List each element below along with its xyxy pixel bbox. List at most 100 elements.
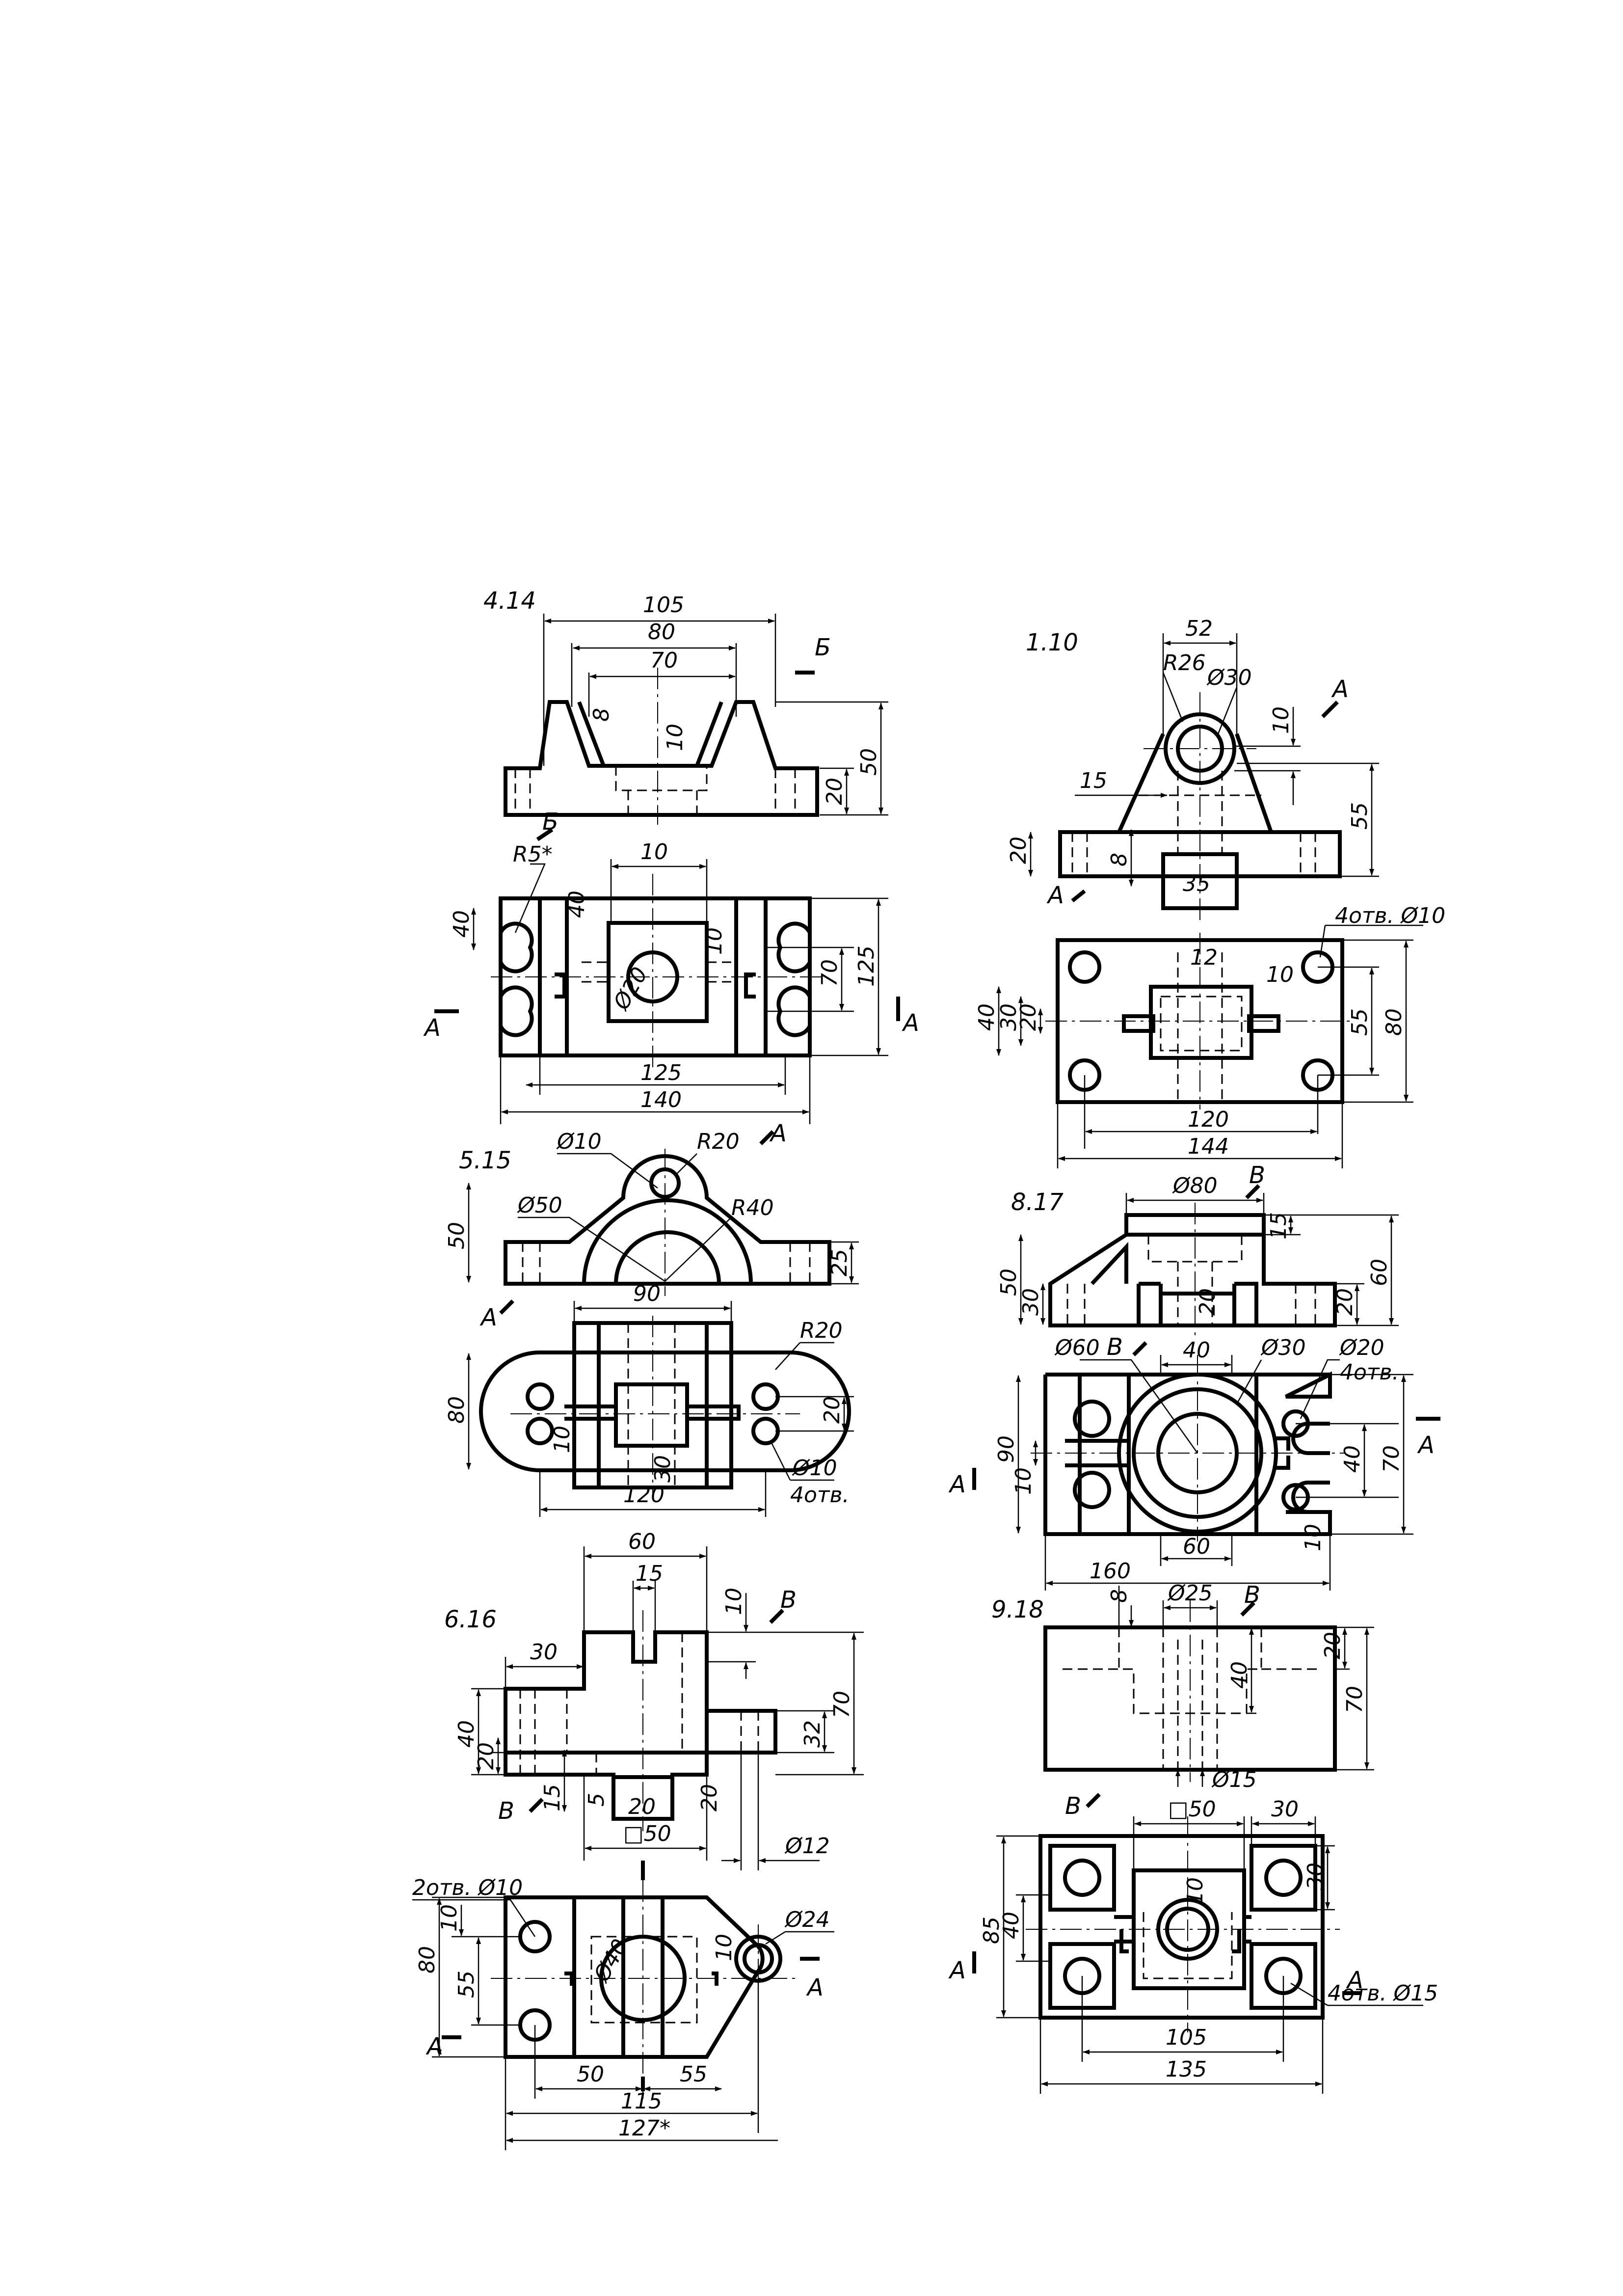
dim: 40 [974,1003,999,1031]
dim: 40 [1183,1338,1210,1363]
dim: 10 [640,839,668,864]
dia-label: Ø15 [1211,1767,1257,1792]
drawing-1-10: 1.10 52 R26 Ø30 10 55 15 [974,616,1445,1168]
dim: 15 [636,1561,663,1586]
section-label: В [1244,1581,1260,1609]
front-view: 60 15 10 30 40 20 70 32 15 5 20 20 [454,1529,864,1870]
dim: 20 [697,1784,722,1811]
dim: 120 [623,1483,665,1508]
drawing-8-17: 8.17 Ø80 15 60 20 50 30 20 В [948,1162,1440,1591]
section-label: А [769,1120,787,1147]
square-label: □50 [623,1821,671,1846]
dim: 70 [1379,1445,1404,1473]
dim: 20 [822,778,847,805]
section-label: А [948,1957,966,1984]
dia-label: Ø30 [1206,665,1252,690]
dim: 60 [1367,1259,1392,1286]
dim: 70 [817,959,842,987]
dim: 10 [1269,706,1294,734]
dim: 80 [1382,1008,1407,1036]
dim: 15 [540,1784,565,1811]
radius-label: R20 [800,1318,843,1343]
front-view: Ø80 15 60 20 50 30 20 В [996,1162,1399,1335]
dim: 30 [996,1003,1021,1031]
section-label: В [1107,1333,1123,1361]
section-label: А [426,2033,443,2060]
radius-label: R26 [1163,650,1206,675]
dim: 55 [1347,1008,1372,1036]
drawing-title: 8.17 [1011,1189,1064,1216]
dia-label: Ø12 [784,1834,830,1859]
dia-label: Ø20 [608,963,652,1015]
dia-label: Ø50 [517,1193,562,1218]
dim: 30 [1271,1797,1299,1822]
dim: 10 [1301,1524,1326,1551]
dim: 20 [820,1396,845,1424]
dim: 20 [1332,1288,1357,1316]
dim: 20 [1320,1632,1345,1659]
dim: 15 [1080,768,1107,793]
dim: 160 [1090,1559,1131,1584]
dim: 10 [437,1904,462,1932]
dia-label: Ø24 [784,1907,830,1932]
front-view: Ø10 R20 Ø50 R40 50 25 А А [444,1120,859,1331]
section-label: В [1065,1792,1081,1820]
dim: 60 [628,1529,656,1554]
radius-label: R40 [731,1195,774,1220]
section-label: А [948,1471,966,1498]
dia-label: Ø10 [792,1456,837,1481]
section-label: А [1331,675,1349,703]
radius-label: R20 [697,1129,740,1154]
dim: 135 [1166,2057,1207,2082]
top-view: 2отв. Ø10 Ø40 Ø24 10 80 10 55 50 55 115 … [412,1861,834,2150]
dim: 20 [628,1794,656,1819]
dim: 30 [530,1640,558,1665]
drawing-5-15: 5.15 Ø10 R20 Ø50 R40 50 25 А А [444,1120,859,1517]
drawing-title: 4.14 [483,587,536,615]
dim: 55 [454,1971,479,1998]
dia-label: Ø10 [556,1129,602,1154]
dim: 70 [829,1691,854,1718]
dim: 55 [1347,802,1372,830]
drawing-title: 6.16 [444,1606,497,1633]
dim: 25 [827,1249,852,1276]
dim: 12 [1190,945,1218,970]
dim: 8 [1107,1589,1132,1603]
dim: 125 [854,945,879,987]
section-label: А [902,1009,919,1037]
dim: 50 [996,1269,1021,1296]
square-label: □50 [1168,1797,1216,1822]
section-label: А [423,1014,441,1042]
holes-label: 4отв. Ø10 [1335,903,1445,928]
dim: 140 [640,1087,682,1112]
dim: 40 [1340,1445,1365,1473]
section-label: А [1417,1432,1435,1459]
dim: 10 [712,1934,737,1961]
dia-label: Ø25 [1167,1581,1213,1606]
drawing-title: 5.15 [459,1147,511,1174]
dia-label: Ø20 [1339,1335,1384,1360]
section-label: А [479,1304,497,1331]
dia-label: Ø80 [1172,1173,1218,1198]
dim: 85 [979,1917,1004,1944]
dim: 40 [449,910,474,938]
dim: 127* [618,2116,670,2141]
dim: 20 [1006,837,1031,864]
section-label: В [780,1586,797,1614]
dim: 10 [702,927,727,955]
dim: 80 [648,620,675,645]
dim: 125 [640,1060,682,1085]
top-view: 10 R5* 40 40 Ø20 10 70 125 125 140 Б А А [423,808,919,1124]
dim: 80 [415,1946,440,1973]
section-label: А [806,1974,824,2001]
dim: 105 [643,593,684,618]
dia-label: Ø30 [1260,1335,1306,1360]
dim: 30 [1303,1863,1328,1890]
drawing-title: 9.18 [991,1596,1044,1623]
holes-label: 2отв. Ø10 [412,1875,523,1900]
dim: 50 [577,2062,604,2087]
dim: 60 [1183,1534,1210,1559]
drawing-4-14: 4.14 105 80 70 8 10 50 20 Б [423,587,919,1124]
dim: 144 [1188,1134,1229,1159]
top-view: 12 10 4отв. Ø10 80 55 40 30 20 120 144 [974,903,1445,1168]
